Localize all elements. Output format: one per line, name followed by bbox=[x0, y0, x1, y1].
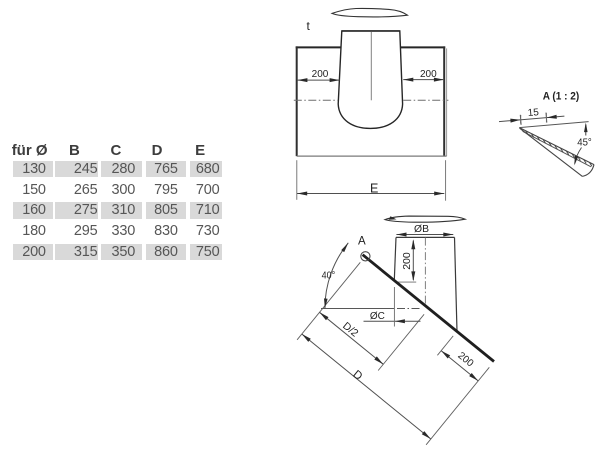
svg-text:15: 15 bbox=[527, 107, 539, 119]
svg-text:ØC: ØC bbox=[370, 311, 385, 322]
svg-text:200: 200 bbox=[420, 69, 437, 80]
svg-text:A: A bbox=[358, 235, 366, 247]
svg-text:200: 200 bbox=[455, 350, 475, 369]
svg-text:200: 200 bbox=[401, 252, 413, 270]
svg-text:40°: 40° bbox=[322, 269, 336, 281]
svg-text:ØB: ØB bbox=[414, 224, 429, 235]
svg-text:A (1 : 2): A (1 : 2) bbox=[543, 91, 580, 103]
svg-text:E: E bbox=[370, 181, 378, 195]
svg-text:D/2: D/2 bbox=[340, 320, 360, 340]
svg-text:t: t bbox=[307, 19, 311, 33]
svg-text:200: 200 bbox=[312, 69, 329, 80]
svg-text:D: D bbox=[350, 368, 364, 383]
svg-text:45°: 45° bbox=[577, 136, 592, 148]
